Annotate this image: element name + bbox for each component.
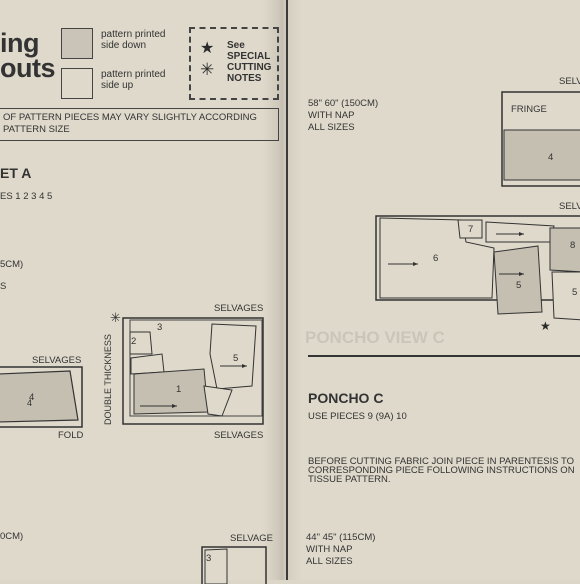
page-fold [262,0,302,580]
selvages-label-right-top: SELV [559,76,580,87]
fabric-width-2: 44" 45" (115CM) [306,532,376,543]
piece-6: 6 [433,253,439,264]
snowflake-icon: ✳ [200,60,215,79]
special-notes-box [189,27,279,100]
show-through-text: PONCHO VIEW C [305,328,445,347]
piece-4-left: 4 [29,392,35,403]
selvages-label-top: SELVAGES [214,303,264,314]
fabric-nap-2: WITH NAP [306,544,353,555]
svg-text:4: 4 [27,398,32,408]
star-icon: ★ [200,40,215,57]
sizes-line-left: ES 1 2 3 4 5 [0,191,53,202]
selvages-label-right-mid: SELV [559,201,580,212]
layout-diagram-left: 4 [0,366,83,428]
piece-7: 7 [468,224,474,235]
piece-4-right: 4 [548,152,554,163]
fringe-label: FRINGE [511,104,547,115]
fabric-sizes-2: ALL SIZES [306,556,353,567]
instruction-line3: TISSUE PATTERN. [308,474,391,485]
snowflake-icon: ✳ [110,310,121,325]
width-fragment-left: 5CM) [0,259,24,270]
legend-label-notes: See SPECIAL CUTTING NOTES [227,40,272,84]
legend-label-up: pattern printed side up [101,69,166,91]
fold-label: FOLD [58,430,84,441]
layout-diagram-double [122,317,264,425]
piece-5-right: 5 [516,280,522,291]
page-title-line2: outs [0,53,56,83]
piece-5-right-b: 5 [572,287,578,298]
piece-3: 3 [157,322,163,333]
fabric-width-1: 58" 60" (150CM) [308,98,379,109]
size-note-box [0,108,279,141]
section-heading-right: PONCHO C [308,390,384,406]
piece-8: 8 [570,240,576,251]
piece-5-left: 5 [233,353,239,364]
selvages-label-left: SELVAGES [32,355,82,366]
use-pieces-line: USE PIECES 9 (9A) 10 [308,411,407,422]
nap-fragment-left: S [0,281,7,292]
piece-3-bottom: 3 [206,553,212,564]
layout-diagram-poncho [375,215,580,321]
selvage-label-bottom-left: SELVAGE [230,533,273,544]
width-fragment-bottom: 0CM) [0,531,24,542]
piece-2: 2 [131,336,137,347]
piece-1: 1 [176,384,182,395]
section-heading-left: ET A [0,165,32,181]
column-divider [286,0,288,580]
legend-swatch-up [61,68,93,99]
section-rule [308,355,580,357]
instruction-line1: BEFORE CUTTING FABRIC JOIN PIECE IN PARE… [308,456,575,467]
legend-label-down: pattern printed side down [101,29,166,51]
double-thickness-label: DOUBLE THICKNESS [103,334,113,425]
fabric-sizes-1: ALL SIZES [308,122,355,133]
layout-diagram-bottom [201,546,267,584]
fabric-nap-1: WITH NAP [308,110,355,121]
layout-diagram-fringe [501,91,580,187]
star-icon: ★ [540,319,551,333]
selvages-label-bottom: SELVAGES [214,430,264,441]
legend-swatch-down [61,28,93,59]
page-title-line1: ing [0,28,40,58]
size-note-line1: OF PATTERN PIECES MAY VARY SLIGHTLY ACCO… [3,112,257,123]
instruction-line2: CORRESPONDING PIECE FOLLOWING INSTRUCTIO… [308,465,575,476]
size-note-line2: PATTERN SIZE [3,124,70,135]
